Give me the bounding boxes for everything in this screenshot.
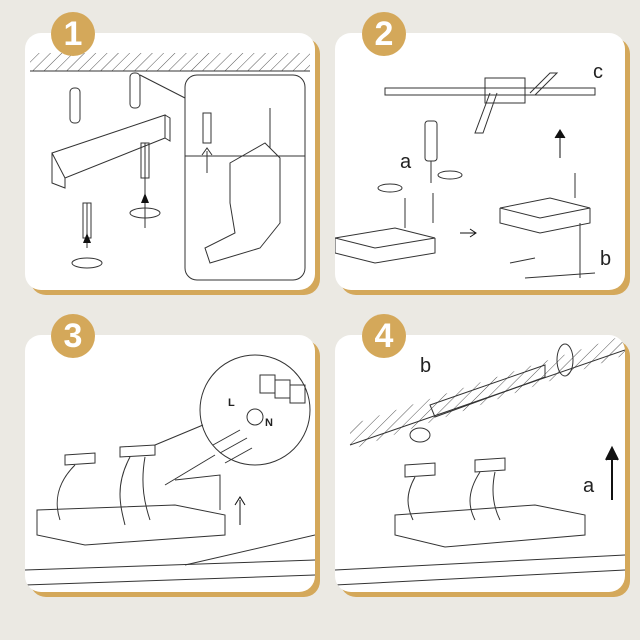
live-wire-label: L: [228, 397, 235, 409]
label-c: c: [593, 61, 603, 83]
step-4-badge: 4: [362, 314, 406, 358]
neutral-wire-label: N: [265, 417, 273, 429]
label-b: b: [420, 355, 432, 377]
step-3-badge: 3: [51, 314, 95, 358]
step-2-badge: 2: [362, 12, 406, 56]
wiring-illustration: [25, 354, 315, 586]
fixture-assembly-illustration: [335, 72, 596, 279]
ceiling-attachment-illustration: [335, 335, 625, 586]
bracket-mounting-illustration: [30, 53, 310, 281]
step-4-panel: b a: [335, 335, 625, 592]
step-1-badge: 1: [51, 12, 95, 56]
step-2-panel: c a b: [335, 33, 625, 290]
step-3-panel: L N: [25, 335, 315, 592]
label-a: a: [400, 151, 412, 173]
earth-icon: [247, 412, 257, 422]
step-1-panel: [25, 33, 315, 290]
label-b: b: [600, 248, 612, 270]
label-a: a: [583, 475, 595, 497]
